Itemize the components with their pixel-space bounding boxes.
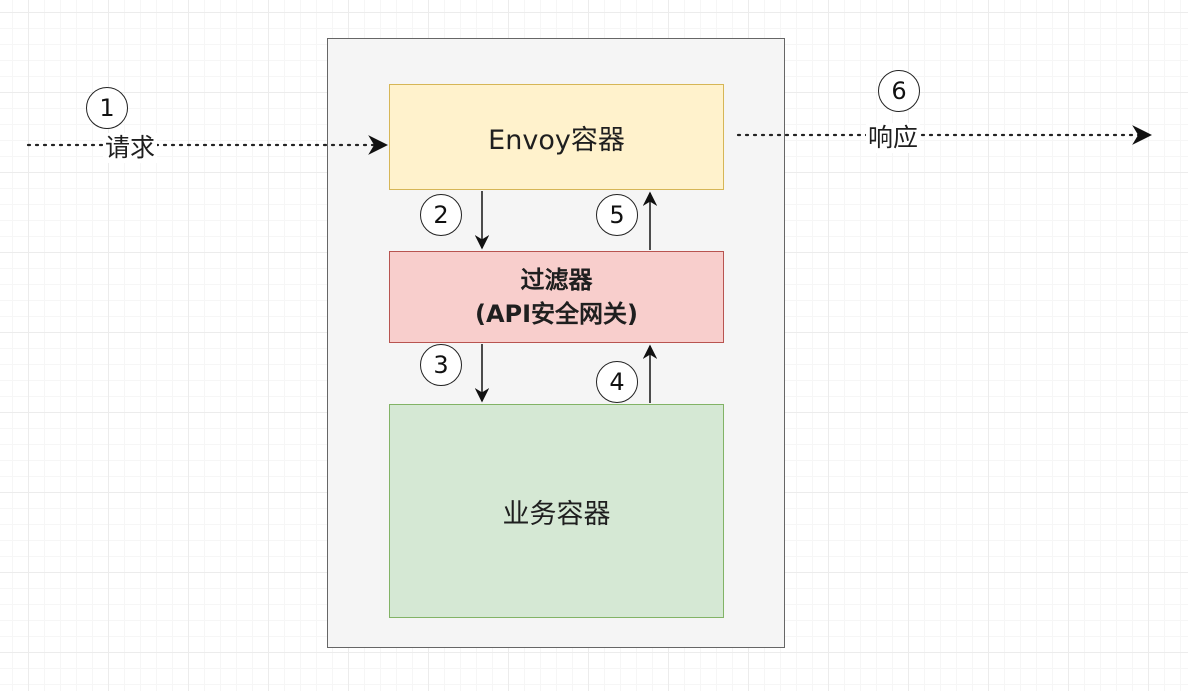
step-3-badge: 3 xyxy=(420,344,462,386)
response-label: 响应 xyxy=(866,123,921,153)
step-6-badge: 6 xyxy=(878,70,920,112)
filter-sublabel: (API安全网关) xyxy=(474,300,639,328)
business-container-node: 业务容器 xyxy=(389,404,724,618)
filter-label: 过滤器 xyxy=(520,266,593,294)
step-2-badge: 2 xyxy=(420,194,462,236)
business-container-label: 业务容器 xyxy=(502,498,611,530)
request-label: 请求 xyxy=(103,133,158,163)
filter-node: 过滤器 (API安全网关) xyxy=(389,251,724,343)
envoy-container-label: Envoy容器 xyxy=(488,124,625,156)
envoy-container-node: Envoy容器 xyxy=(389,84,724,190)
step-5-badge: 5 xyxy=(596,194,638,236)
step-1-badge: 1 xyxy=(86,87,128,129)
step-4-badge: 4 xyxy=(596,361,638,403)
